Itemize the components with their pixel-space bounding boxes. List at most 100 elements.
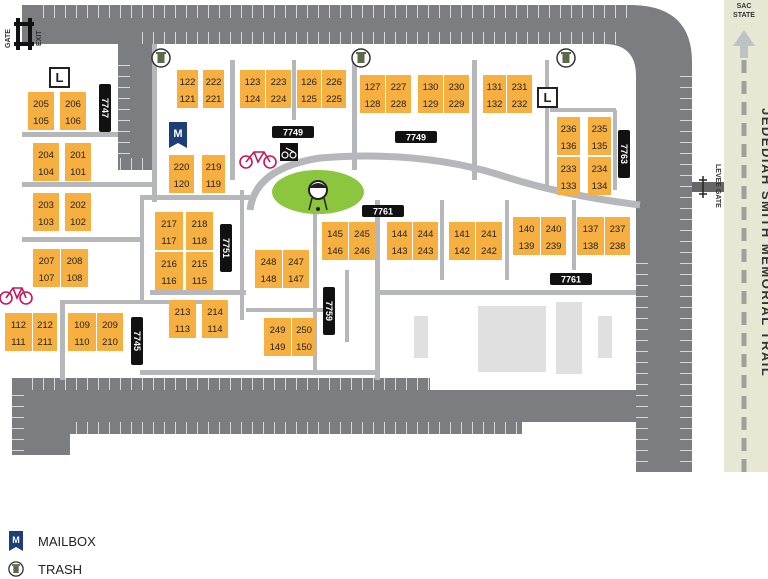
unit-number: 133: [561, 181, 577, 192]
unit-number: 239: [546, 241, 562, 252]
unit-shape: [169, 300, 196, 338]
unit-number: 148: [261, 274, 277, 285]
unit-shape: [513, 217, 540, 255]
amenity-buildings: [414, 302, 612, 374]
trail-label: JEDEDIAH SMITH MEMORIAL TRAIL: [759, 108, 768, 377]
unit-block-112: 112 111: [5, 313, 32, 351]
unit-shape: [476, 222, 502, 260]
unit-shape: [255, 250, 282, 288]
unit-number: 249: [270, 325, 286, 336]
svg-text:M: M: [173, 128, 182, 140]
svg-text:7747: 7747: [100, 98, 110, 118]
legend-trash: TRASH: [8, 559, 82, 579]
unit-number: 114: [207, 324, 222, 335]
unit-shape: [61, 249, 88, 287]
unit-shape: [65, 143, 91, 181]
unit-number: 144: [392, 229, 408, 240]
svg-text:7749: 7749: [283, 128, 303, 138]
address-label-7763: 7763: [618, 130, 630, 178]
unit-number: 146: [327, 246, 343, 257]
unit-number: 220: [174, 162, 190, 173]
address-label-7749: 7749: [272, 126, 314, 138]
unit-block-208: 208 108: [61, 249, 88, 287]
unit-number: 210: [102, 337, 118, 348]
unit-number: 108: [67, 273, 83, 284]
unit-number: 245: [354, 229, 370, 240]
svg-text:L: L: [56, 70, 64, 85]
unit-shape: [292, 318, 316, 356]
unit-shape: [202, 300, 228, 338]
unit-shape: [28, 92, 54, 130]
unit-number: 248: [261, 257, 277, 268]
unit-number: 136: [561, 141, 577, 152]
unit-number: 226: [326, 77, 342, 88]
bicycle-icon: [239, 151, 277, 169]
unit-number: 240: [546, 224, 562, 235]
unit-number: 234: [592, 164, 608, 175]
levee-gate-label: LEVEE GATE: [714, 164, 721, 208]
unit-block-241: 241 242: [476, 222, 502, 260]
svg-text:7759: 7759: [324, 301, 334, 321]
unit-shape: [177, 70, 198, 108]
unit-number: 213: [175, 307, 191, 318]
unit-shape: [444, 75, 469, 113]
unit-number: 231: [512, 82, 528, 93]
unit-block-240: 240 239: [541, 217, 566, 255]
jedediah-smith-trail: JEDEDIAH SMITH MEMORIAL TRAIL: [724, 0, 768, 472]
units-layer: 1221212222211231242232241261252262251271…: [5, 70, 630, 356]
trash-can-icon: [556, 48, 576, 68]
unit-number: 242: [481, 246, 497, 257]
unit-number: 123: [245, 77, 261, 88]
unit-number: 118: [192, 236, 207, 247]
unit-shape: [360, 75, 385, 113]
unit-number: 201: [70, 150, 86, 161]
unit-shape: [418, 75, 443, 113]
unit-number: 121: [180, 94, 196, 105]
unit-number: 140: [519, 224, 535, 235]
unit-number: 208: [67, 256, 83, 267]
unit-number: 112: [11, 320, 26, 331]
unit-number: 105: [33, 116, 49, 127]
unit-number: 237: [610, 224, 626, 235]
unit-number: 224: [271, 94, 287, 105]
unit-shape: [186, 212, 213, 250]
right-inner-stalls: [636, 260, 648, 472]
unit-number: 147: [288, 274, 304, 285]
address-label-7745: 7745: [131, 317, 143, 365]
unit-number: 103: [38, 217, 54, 228]
unit-number: 241: [481, 229, 497, 240]
unit-number: 223: [271, 77, 287, 88]
unit-number: 111: [11, 337, 25, 348]
unit-shape: [507, 75, 532, 113]
unit-number: 132: [487, 99, 503, 110]
unit-number: 127: [365, 82, 381, 93]
unit-number: 129: [423, 99, 439, 110]
unit-number: 217: [161, 219, 177, 230]
legend-trash-label: TRASH: [38, 561, 83, 577]
bottom-road: [12, 378, 636, 455]
unit-number: 212: [37, 320, 53, 331]
svg-text:7749: 7749: [406, 133, 426, 143]
unit-shape: [605, 217, 630, 255]
unit-shape: [322, 70, 346, 108]
unit-number: 244: [418, 229, 434, 240]
unit-shape: [588, 117, 611, 155]
unit-number: 113: [175, 324, 190, 335]
address-label-7759: 7759: [323, 287, 335, 335]
unit-number: 116: [161, 276, 176, 287]
unit-number: 137: [583, 224, 599, 235]
unit-shape: [541, 217, 566, 255]
